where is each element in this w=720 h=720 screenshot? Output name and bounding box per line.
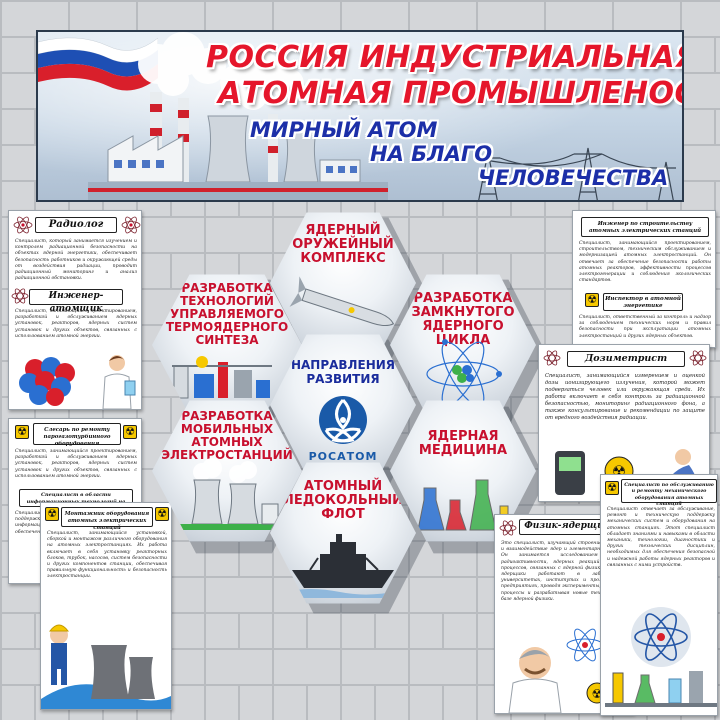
svg-text:☢: ☢ bbox=[592, 687, 603, 701]
rosatom-logo-text: РОСАТОМ bbox=[308, 450, 378, 463]
power-lines-illustration bbox=[475, 147, 676, 200]
atom-icon bbox=[121, 216, 141, 234]
title-banner: РОССИЯ ИНДУСТРИАЛЬНАЯ: АТОМНАЯ ПРОМЫШЛЕН… bbox=[36, 30, 684, 202]
hex-icebreaker-fleet: АТОМНЫЙ ЛЕДОКОЛЬНЫЙ ФЛОТ bbox=[270, 462, 416, 604]
card-text: Это специалист, изучающий строение, свой… bbox=[501, 541, 629, 602]
card-title: Инспектор в атомной энергетике bbox=[603, 293, 683, 311]
rosatom-logo-icon bbox=[319, 396, 367, 444]
card-title: Инженер-атомщик bbox=[29, 289, 123, 314]
hex-title: АТОМНЫЙ ЛЕДОКОЛЬНЫЙ ФЛОТ bbox=[283, 479, 403, 522]
card-title: Слесарь по ремонту парогазотурбинного об… bbox=[33, 423, 121, 447]
card-text: Специалист, занимающийся проектированием… bbox=[579, 241, 711, 284]
atom-icon bbox=[543, 350, 561, 366]
card-maintenance-specialist: Специалист по обслуживанию и ремонту мех… bbox=[600, 474, 718, 716]
banner-subtitle-line-2: НА БЛАГО bbox=[370, 142, 493, 166]
radiation-hazard-icon bbox=[155, 507, 169, 521]
card-title: Монтажник оборудования атомных электриче… bbox=[61, 507, 153, 531]
hex-center-title: НАПРАВЛЕНИЯ РАЗВИТИЯ bbox=[290, 358, 396, 386]
hex-title: РАЗРАБОТКА МОБИЛЬНЫХ АТОМНЫХ ЭЛЕКТРОСТАН… bbox=[161, 409, 293, 462]
hex-development-directions: НАПРАВЛЕНИЯ РАЗВИТИЯ РОСАТОМ bbox=[270, 334, 416, 476]
hex-title: ЯДЕРНАЯ МЕДИЦИНА bbox=[418, 429, 508, 458]
cooling-tower-worker-illustration bbox=[41, 624, 171, 709]
card-installer: Монтажник оборудования атомных электриче… bbox=[40, 502, 172, 710]
atom-icon bbox=[11, 288, 29, 304]
icebreaker-ship-icon bbox=[284, 534, 402, 598]
radiation-hazard-icon bbox=[605, 481, 619, 495]
banner-title-line-1: РОССИЯ ИНДУСТРИАЛЬНАЯ: bbox=[206, 40, 684, 75]
card-text: Специалист, ответственный за контроль и … bbox=[579, 315, 711, 339]
scientist-illustration bbox=[102, 355, 136, 409]
atom-icon bbox=[426, 339, 502, 409]
hex-weapons-complex: ЯДЕРНЫЙ ОРУЖЕЙНЫЙ КОМПЛЕКС bbox=[270, 212, 416, 354]
card-text: Специалист, занимающийся измерением и оц… bbox=[545, 373, 705, 421]
hex-title: ЯДЕРНЫЙ ОРУЖЕЙНЫЙ КОМПЛЕКС bbox=[292, 223, 394, 266]
hex-title: РАЗРАБОТКА ЗАМКНУТОГО ЯДЕРНОГО ЦИКЛА bbox=[411, 291, 515, 348]
card-text: Специалист, занимающийся проектированием… bbox=[15, 309, 137, 339]
card-text: Специалист, который занимается изучением… bbox=[15, 239, 137, 282]
banner-subtitle-line-3: ЧЕЛОВЕЧЕСТВА bbox=[478, 166, 669, 190]
power-plant-illustration bbox=[88, 32, 388, 200]
banner-title-line-2: АТОМНАЯ ПРОМЫШЛЕНОСТЬ bbox=[218, 76, 682, 111]
card-title: Инженер по строительству атомных электри… bbox=[581, 217, 709, 237]
radiation-hazard-icon bbox=[585, 293, 599, 307]
radiation-hazard-icon bbox=[45, 507, 59, 521]
lab-atom-illustration bbox=[605, 607, 717, 707]
fusion-reactor-icon bbox=[172, 356, 272, 399]
nuclear-plant-icon bbox=[174, 458, 280, 530]
radiation-hazard-icon bbox=[15, 425, 29, 439]
atom-icon bbox=[689, 350, 707, 366]
card-title: Дозиметрист bbox=[567, 351, 685, 367]
card-text: Специалист, занимающийся установкой, сбо… bbox=[47, 531, 167, 580]
card-title: Специалист по обслуживанию и ремонту мех… bbox=[621, 479, 717, 507]
hex-title: РАЗРАБОТКА ТЕХНОЛОГИЙ УПРАВЛЯЕМОГО ТЕРМО… bbox=[165, 281, 289, 347]
banner-subtitle-line-1: МИРНЫЙ АТОМ bbox=[250, 118, 438, 142]
card-text: Специалист, занимающийся проектированием… bbox=[15, 449, 137, 479]
radiation-hazard-icon bbox=[123, 425, 137, 439]
russian-flag-icon bbox=[38, 37, 158, 91]
hex-thermonuclear-fusion: РАЗРАБОТКА ТЕХНОЛОГИЙ УПРАВЛЯЕМОГО ТЕРМО… bbox=[152, 274, 302, 416]
card-text: Специалист отвечает за обслуживание, рем… bbox=[607, 507, 715, 568]
hex-closed-fuel-cycle: РАЗРАБОТКА ЗАМКНУТОГО ЯДЕРНОГО ЦИКЛА bbox=[390, 274, 536, 416]
atom-icon bbox=[499, 520, 517, 536]
card-title: Радиолог bbox=[35, 217, 117, 233]
card-construction-engineer: Инженер по строительству атомных электри… bbox=[572, 210, 716, 348]
card-radiologist: Радиолог Специалист, который занимается … bbox=[8, 210, 142, 410]
missile-icon bbox=[289, 276, 395, 327]
atom-icon bbox=[13, 216, 33, 234]
atom-model-illustration bbox=[19, 357, 75, 406]
hex-mobile-power-plants: РАЗРАБОТКА МОБИЛЬНЫХ АТОМНЫХ ЭЛЕКТРОСТАН… bbox=[152, 400, 302, 542]
